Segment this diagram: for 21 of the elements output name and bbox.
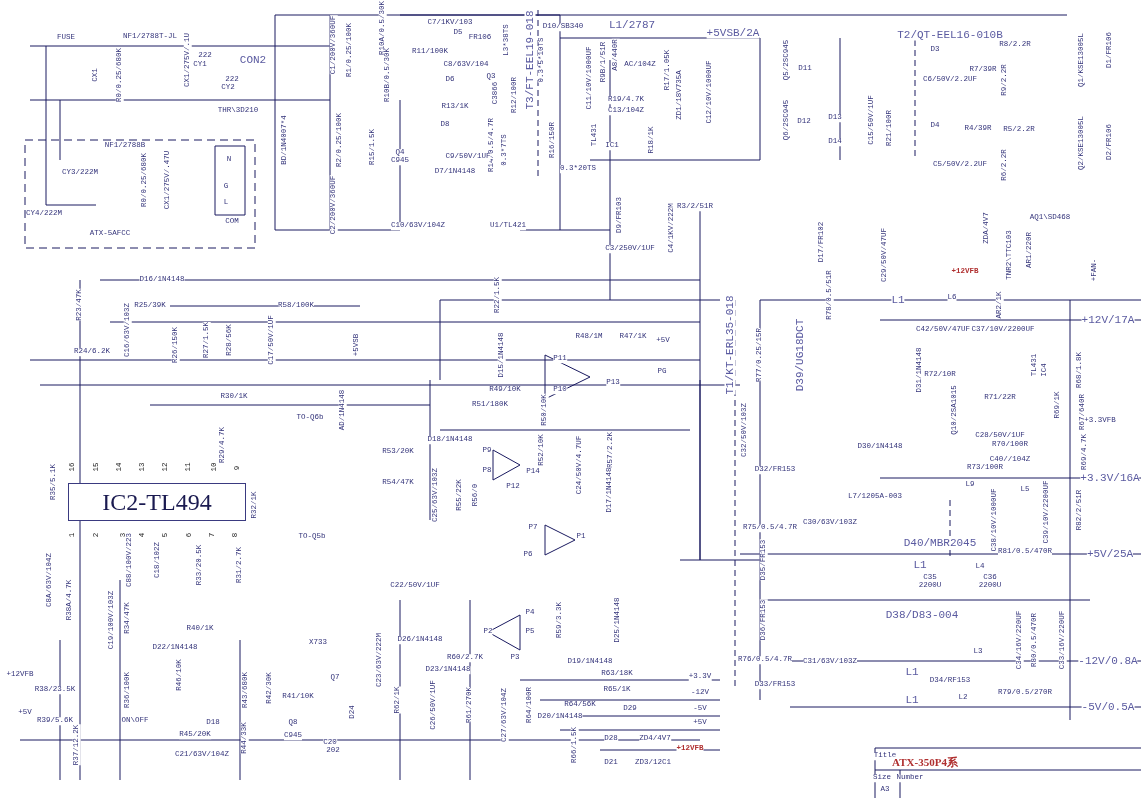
- component-label: +3.3V/16A: [1080, 472, 1140, 484]
- component-label: -12V/0.8A: [1078, 655, 1138, 667]
- component-label: +5VSB/2A: [706, 27, 760, 39]
- title-text: ATX-350P4系: [892, 756, 958, 768]
- component-label: D40/MBR2045: [903, 537, 977, 549]
- component-label: +12V/17A: [1081, 314, 1135, 326]
- component-label: L1: [905, 666, 919, 678]
- component-label: CON2: [239, 54, 267, 66]
- chip-label: IC2-TL494: [102, 488, 212, 516]
- component-label: T3/FT-EEL19-018: [524, 10, 536, 110]
- component-label: L1/2787: [608, 19, 656, 31]
- component-label: D38/D83-004: [885, 609, 959, 621]
- component-label: L1: [891, 294, 905, 306]
- component-label: +5V/25A: [1086, 548, 1134, 560]
- component-label: -5V/0.5A: [1081, 701, 1135, 713]
- component-label: L1: [913, 559, 927, 571]
- component-label: L1: [905, 694, 919, 706]
- ic-chip: [68, 483, 246, 521]
- component-label: T1/KT-ERL35-018: [724, 295, 736, 395]
- component-label: D39/UG18DCT: [794, 318, 806, 392]
- component-label: T2/QT-EEL16-010B: [897, 29, 1003, 41]
